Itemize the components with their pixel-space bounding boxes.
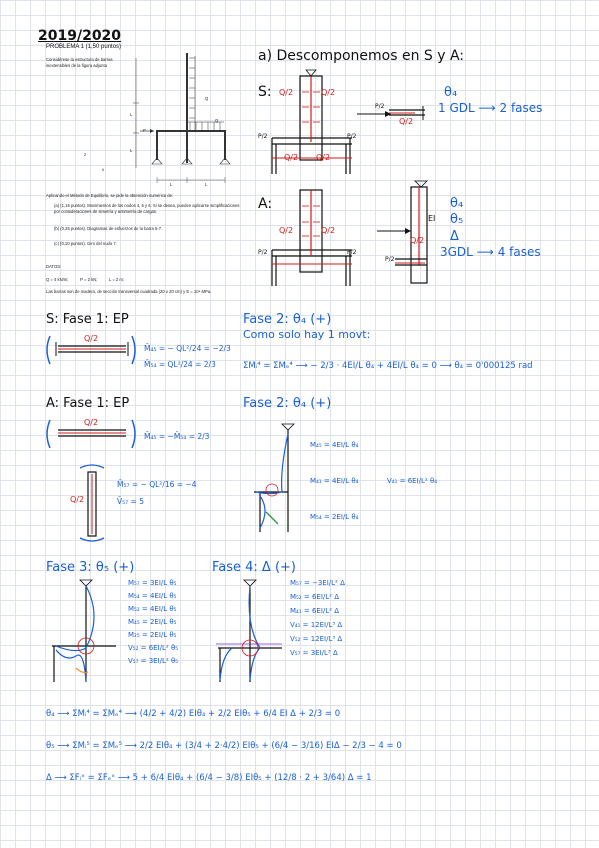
s-p2-label-2: P/2 [347, 133, 357, 140]
s-q2-label-3: Q/2 [284, 153, 299, 162]
a-phase1-column-figure [79, 464, 105, 542]
final-eq-delta: Δ ⟶ ΣFᵢˣ = ΣFₑˣ ⟶ 5 + 6/4 EIθ₄ + (6/4 − … [46, 773, 372, 783]
s-structure-figure [271, 69, 352, 174]
a-phase3-figure [52, 579, 116, 683]
dim-label-l1: L [130, 112, 133, 117]
s-phase2-title: Fase 2: θ₄ (+) [243, 312, 332, 327]
statement-structure-figure [133, 53, 231, 183]
dim-label-l4: L [205, 182, 208, 187]
a-sub-q2-label: Q/2 [410, 236, 425, 245]
statement-item-b: (b) (0,25 puntos). Diagramas de esfuerzo… [54, 226, 163, 231]
s-q2-label-1: Q/2 [279, 88, 294, 97]
decomp-title: a) Descomponemos en S y A: [258, 48, 465, 64]
a-v57-eq: V̄₅₇ = 5 [117, 497, 144, 506]
a-theta4-label: θ₄ [450, 196, 464, 211]
a-structure-figure [271, 189, 352, 286]
s-q2-label-2: Q/2 [321, 88, 336, 97]
problem-title: PROBLEMA 1 (1,50 puntos) [46, 44, 122, 50]
a-phase1-title: A: Fase 1: EP [46, 396, 130, 411]
a-phase4-figure [216, 579, 282, 682]
s-phase1-q2-label: Q/2 [84, 334, 99, 343]
s-sub-q2-label: Q/2 [399, 117, 414, 126]
load-q-label-1: Q [205, 96, 209, 101]
s-substructure-figure [389, 106, 425, 120]
a-ei-label: EI [428, 214, 436, 223]
s-label: S: [258, 84, 272, 100]
data-material: Las barras son de madera, de sección tra… [46, 289, 212, 294]
axis-x-label: x [102, 167, 105, 172]
a-arrow-icon [377, 228, 411, 234]
dim-label-l3: L [170, 182, 173, 187]
a-p2-label-2: P/2 [347, 249, 357, 256]
a-phase1-beam-figure [46, 419, 136, 449]
a-phase1-q2-label: Q/2 [84, 418, 99, 427]
s-gdl-label: 1 GDL ⟶ 2 fases [438, 101, 543, 115]
final-eq-theta4: θ₄ ⟶ ΣMᵢ⁴ = ΣMₑ⁴ ⟶ (4/2 + 4/2) EIθ₄ + 2/… [46, 709, 341, 719]
a-phase2-title: Fase 2: θ₄ (+) [243, 396, 332, 411]
year-title: 2019/2020 [38, 28, 122, 44]
s-theta4-label: θ₄ [444, 85, 458, 100]
a-label: A: [258, 196, 273, 212]
s-phase1-beam-figure [46, 335, 136, 365]
axis-z-label: z [84, 152, 87, 157]
dim-label-l2: L [130, 148, 133, 153]
a-phase3-title: Fase 3: θ₅ (+) [46, 560, 135, 575]
load-q-label-2: Q [215, 118, 219, 123]
a-phase2-figure [254, 423, 295, 532]
s-phase1-title: S: Fase 1: EP [46, 312, 129, 327]
s-m54-eq: M̄₅₄ = QL²/24 = 2/3 [144, 360, 216, 369]
s-arrow-icon [357, 111, 391, 117]
statement-item-a: (a) (1,15 puntos). Movimientos de los no… [54, 203, 240, 215]
statement-intro: Considérese la estructura de barras inex… [46, 57, 113, 69]
a-gdl-label: 3GDL ⟶ 4 fases [440, 245, 541, 259]
s-note: Como solo hay 1 movt: [243, 328, 371, 341]
a-q2-label-2: Q/2 [321, 226, 336, 235]
s-sub-p2-label: P/2 [375, 103, 385, 110]
statement-item-c: (c) (0,10 puntos). Giro del nudo 7. [54, 241, 117, 246]
statement-method: Aplicando el Método de Equilibrio, se pi… [46, 193, 174, 198]
a-m45-eq: M̄₄₅ = −M̄₅₄ = 2/3 [144, 432, 210, 441]
a-substructure-figure [395, 180, 428, 284]
load-p-label: P [143, 128, 146, 133]
s-p2-label-1: P/2 [258, 133, 268, 140]
a-q2-label-1: Q/2 [279, 226, 294, 235]
a-column-q2-label: Q/2 [70, 495, 85, 504]
s-q2-label-4: Q/2 [316, 153, 331, 162]
a-m57-eq: M̄₅₇ = − QL²/16 = −4 [117, 480, 197, 489]
data-values: Q = 4 kN/m; P = 2 kN; L = 2 m; [46, 277, 125, 282]
a-sub-p2-label: P/2 [385, 256, 395, 263]
s-m45-eq: M̄₄₅ = − QL²/24 = −2/3 [144, 344, 231, 353]
a-theta5-label: θ₅ [450, 212, 464, 227]
a-phase4-title: Fase 4: Δ (+) [212, 560, 296, 575]
s-theta4-equation: ΣMᵢ⁴ = ΣMₑ⁴ ⟶ − 2/3 · 4EI/L θ₄ + 4EI/L θ… [243, 361, 533, 371]
final-eq-theta5: θ₅ ⟶ ΣMᵢ⁵ = ΣMₑ⁵ ⟶ 2/2 EIθ₄ + (3/4 + 2·4… [46, 741, 402, 751]
a-p2-label-1: P/2 [258, 249, 268, 256]
data-title: DATOS: [46, 264, 62, 269]
a-delta-label: Δ [450, 229, 459, 244]
